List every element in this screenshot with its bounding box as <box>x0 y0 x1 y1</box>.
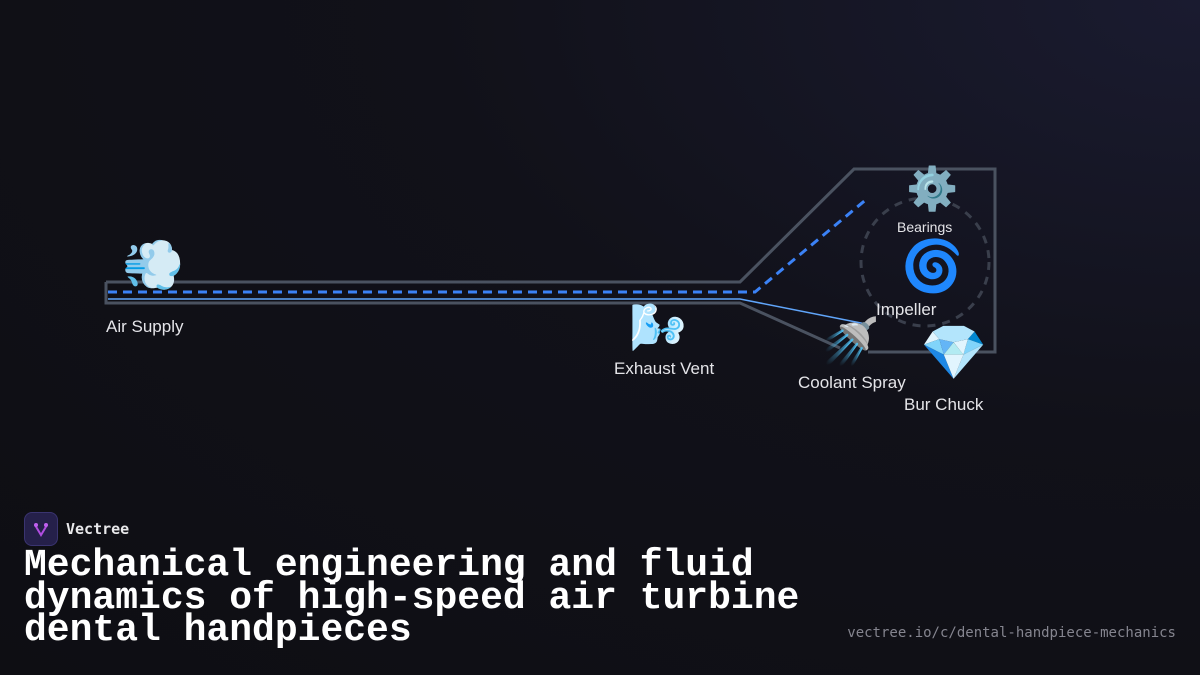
handpiece-housing <box>104 167 997 354</box>
brand-name: Vectree <box>66 520 130 538</box>
brand: Vectree <box>24 512 129 546</box>
node-label-exhaust-vent: Exhaust Vent <box>614 359 715 378</box>
node-label-bur-chuck: Bur Chuck <box>904 395 984 414</box>
air-flow-line <box>108 196 869 294</box>
node-label-bearings: Bearings <box>897 219 953 235</box>
node-label-air-supply: Air Supply <box>106 317 184 336</box>
vectree-logo-icon <box>24 512 58 546</box>
source-url: vectree.io/c/dental-handpiece-mechanics <box>847 625 1176 641</box>
shower-icon: 🚿 <box>822 315 880 367</box>
wind-face-icon: 🌬️ <box>629 301 687 353</box>
dashing-away-icon: 💨 <box>122 237 185 293</box>
node-label-coolant-spray: Coolant Spray <box>798 373 906 392</box>
node-label-impeller: Impeller <box>876 300 937 319</box>
impeller-chamber <box>859 196 991 328</box>
page-title: Mechanical engineering and fluid dynamic… <box>24 544 800 652</box>
gem-icon: 💎 <box>920 323 988 383</box>
gear-icon: ⚙️ <box>906 165 959 212</box>
coolant-line <box>108 298 867 325</box>
cyclone-icon: 🌀 <box>901 238 964 294</box>
